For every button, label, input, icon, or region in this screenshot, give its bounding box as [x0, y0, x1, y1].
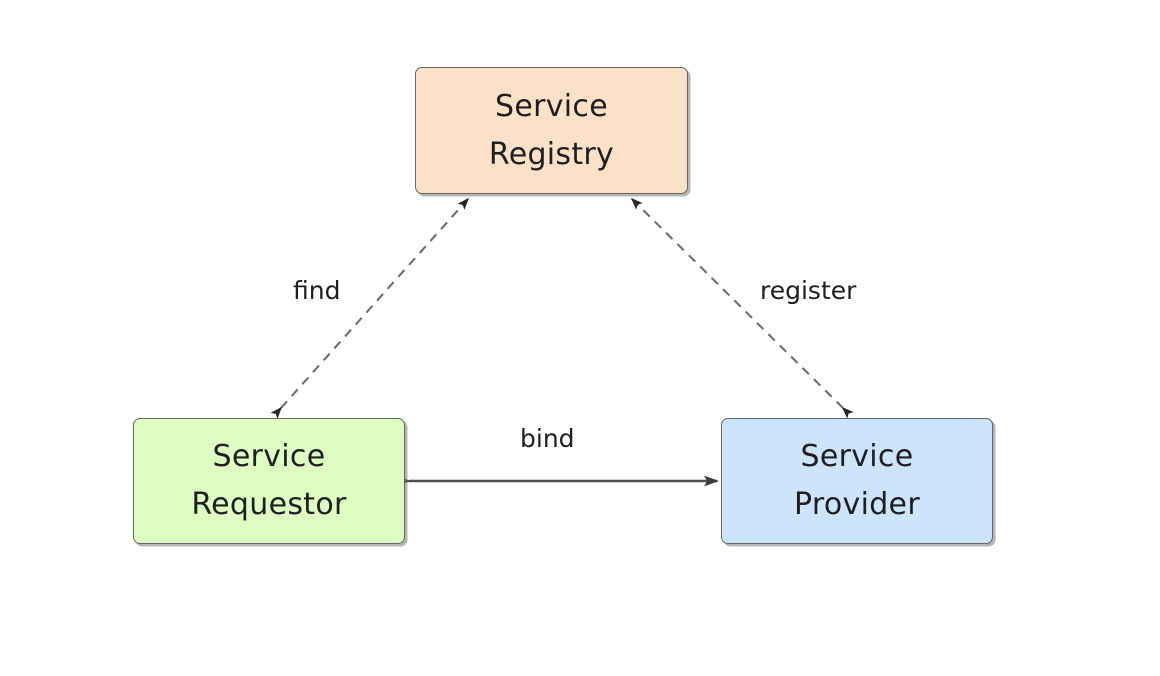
node-service-registry-label-line1: Service	[495, 88, 608, 124]
edge-label-register: register	[755, 276, 862, 305]
node-service-registry-label-line2: Registry	[488, 136, 615, 172]
edge-register-line	[630, 197, 854, 419]
node-service-requestor-label-line2: Requestor	[191, 487, 347, 522]
node-service-provider-label-line1: Service	[800, 439, 914, 474]
node-service-registry[interactable]: Service Registry	[415, 67, 688, 194]
node-service-provider[interactable]: Service Provider	[721, 418, 993, 544]
edge-label-find: find	[288, 276, 346, 305]
node-service-requestor[interactable]: Service Requestor	[133, 418, 405, 544]
edge-label-bind: bind	[515, 424, 580, 453]
node-service-provider-label-line2: Provider	[794, 487, 920, 522]
node-service-requestor-label-line1: Service	[212, 439, 326, 474]
edge-register[interactable]	[630, 197, 854, 419]
